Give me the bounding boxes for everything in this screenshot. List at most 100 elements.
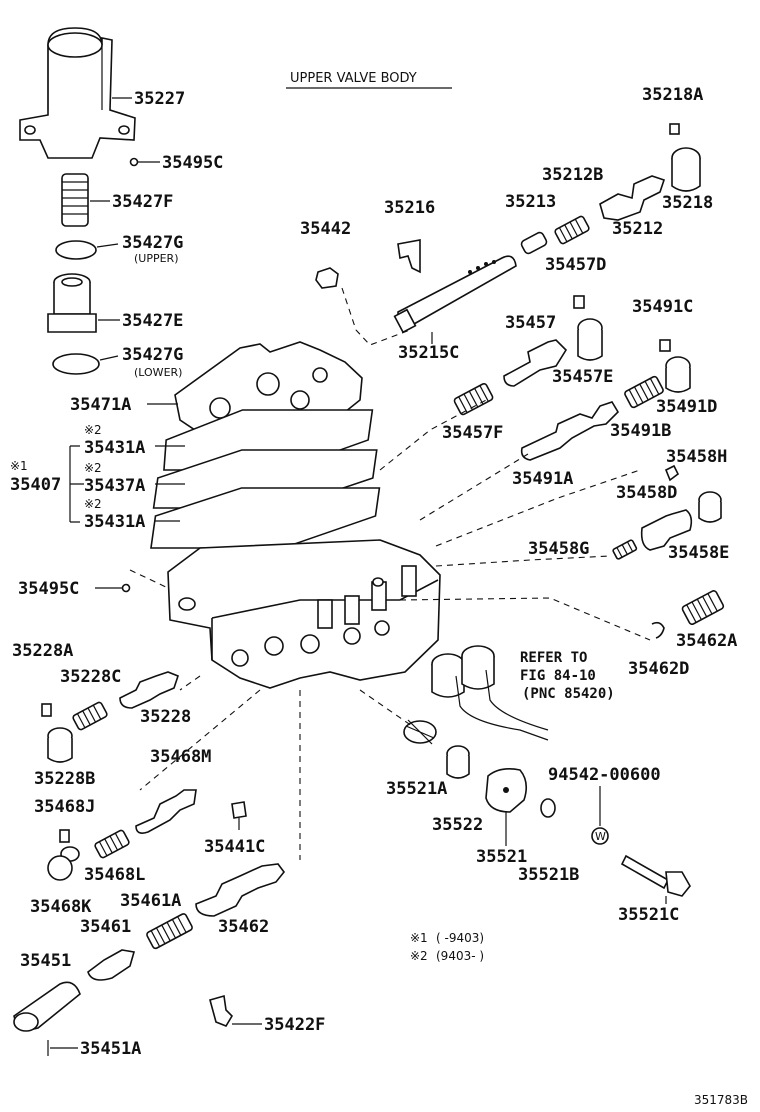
label-35462A: 35462A: [676, 631, 737, 651]
label-35457: 35457: [505, 313, 556, 333]
footnote2-mark: ※2: [410, 949, 428, 963]
label-35218: 35218: [662, 193, 713, 213]
label-35495C-top: 35495C: [162, 153, 223, 173]
label-35462: 35462: [218, 917, 269, 937]
label-35457E: 35457E: [552, 367, 613, 387]
part-35522: [446, 745, 470, 779]
label-35427G-upper: 35427G: [122, 233, 183, 253]
label-35431A-top: 35431A: [84, 438, 145, 458]
part-35218-plug: [671, 147, 701, 192]
part-35441C-ball: [231, 801, 247, 830]
part-35468M-valve: [135, 789, 197, 834]
part-35462-valve: [195, 863, 286, 917]
part-35427G-lower-ring: [52, 353, 100, 375]
leader-35427G-upper: [96, 243, 119, 248]
label-35407: 35407: [10, 475, 61, 495]
part-35427G-upper-ring: [55, 240, 97, 260]
part-35457E-plug: [577, 318, 603, 361]
part-35228A: [41, 703, 52, 717]
label-35495C-left: 35495C: [18, 579, 79, 599]
label-35451A: 35451A: [80, 1039, 141, 1059]
label-35468M: 35468M: [150, 747, 211, 767]
label-35458G: 35458G: [528, 539, 589, 559]
part-35457-valve: [503, 339, 568, 387]
label-35228: 35228: [140, 707, 191, 727]
label-35491B: 35491B: [610, 421, 671, 441]
label-35215C: 35215C: [398, 343, 459, 363]
label-35422F: 35422F: [264, 1015, 325, 1035]
part-35458D-valve: [640, 509, 693, 551]
note-lower: (LOWER): [134, 366, 182, 379]
part-35491A-valve: [520, 401, 620, 461]
label-35521: 35521: [476, 847, 527, 867]
part-35427E-piston: [47, 273, 97, 333]
footnote1-mark: ※1: [410, 931, 428, 945]
label-35462D: 35462D: [628, 659, 689, 679]
label-35468L: 35468L: [84, 865, 145, 885]
label-35521B: 35521B: [518, 865, 579, 885]
refer-line3: (PNC 85420): [522, 686, 615, 702]
part-35458G-spring: [612, 539, 638, 560]
part-35442-valve: [315, 267, 339, 289]
label-35521C: 35521C: [618, 905, 679, 925]
label-35468K: 35468K: [30, 897, 92, 917]
label-35461: 35461: [80, 917, 131, 937]
part-35468L-spring: [94, 829, 130, 859]
label-35441C: 35441C: [204, 837, 265, 857]
part-35212-valve: [599, 175, 666, 221]
footnote2-text: (9403- ): [436, 949, 484, 963]
part-35227-housing: [19, 27, 136, 159]
mark2-top: ※2: [84, 423, 102, 437]
part-35461A-spring: [146, 913, 193, 950]
refer-line2: FIG 84-10: [520, 668, 596, 684]
part-35431A-plate-bottom: [150, 487, 381, 549]
label-35491C: 35491C: [632, 297, 693, 317]
label-35491A: 35491A: [512, 469, 573, 489]
label-35213: 35213: [505, 192, 556, 212]
label-35458D: 35458D: [616, 483, 677, 503]
label-35216: 35216: [384, 198, 435, 218]
part-35468J: [59, 829, 70, 843]
part-35521A-spring: [403, 719, 437, 745]
part-35521-cam: [485, 768, 528, 813]
label-35227: 35227: [134, 89, 185, 109]
leader-35427G-lower: [99, 355, 119, 361]
label-35522: 35522: [432, 815, 483, 835]
label-35468J: 35468J: [34, 797, 95, 817]
label-35427G-lower: 35427G: [122, 345, 183, 365]
label-35427E: 35427E: [122, 311, 183, 331]
part-35521B-washer: [540, 798, 556, 818]
part-35228C-spring: [72, 701, 108, 731]
diagram-title: UPPER VALVE BODY: [290, 71, 417, 86]
part-35462D-clip: [651, 621, 665, 639]
label-35431A-bottom: 35431A: [84, 512, 145, 532]
label-35442: 35442: [300, 219, 351, 239]
label-35228B: 35228B: [34, 769, 95, 789]
note-upper: (UPPER): [134, 252, 179, 265]
part-solenoid-ref: [431, 645, 549, 741]
washer-mark: [591, 827, 609, 845]
part-35495C-left-ball: [121, 583, 131, 593]
part-35228-valve: [119, 671, 179, 709]
part-35457F-spring: [453, 382, 494, 416]
label-35228C: 35228C: [60, 667, 121, 687]
part-35491B-spring: [624, 375, 664, 409]
label-35218A: 35218A: [642, 85, 703, 105]
part-35462A-spring: [681, 590, 725, 626]
label-35491D: 35491D: [656, 397, 717, 417]
part-35216-clip: [397, 239, 421, 274]
part-35461-valve: [87, 949, 136, 981]
label-35471A: 35471A: [70, 395, 131, 415]
part-35458H: [664, 464, 680, 482]
label-35458H: 35458H: [666, 447, 727, 467]
part-35427F-spring: [61, 173, 89, 227]
part-35521C-bolt: [620, 854, 691, 897]
label-35427F: 35427F: [112, 192, 173, 212]
part-35458E-plug: [698, 491, 722, 523]
assembly-lines: [129, 287, 651, 860]
part-35457D: [573, 295, 585, 309]
figure-code: 351783B: [694, 1093, 748, 1107]
part-35215C-sleeve: [393, 255, 517, 334]
label-35457F: 35457F: [442, 423, 503, 443]
